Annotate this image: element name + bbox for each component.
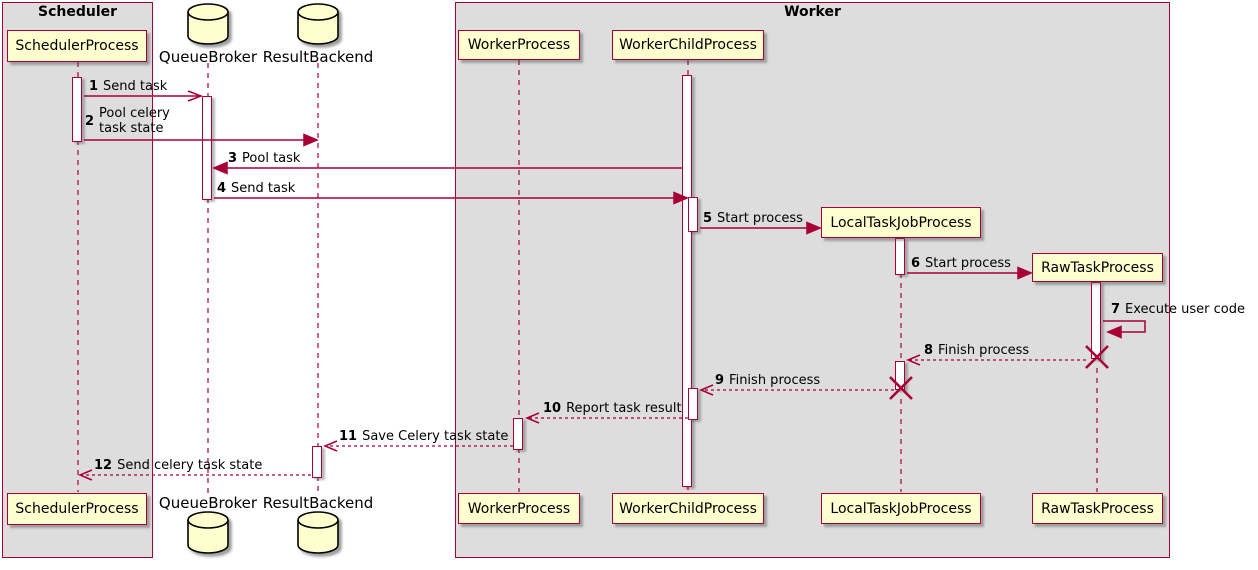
message-7-number: 7: [1111, 302, 1121, 317]
message-7-text: Execute user code: [1125, 302, 1246, 317]
message-9-number: 9: [715, 373, 725, 388]
queuebroker-label-top: QueueBroker: [158, 48, 258, 66]
message-2-number: 2: [85, 113, 95, 129]
message-11-text: Save Celery task state: [362, 429, 509, 444]
lifelines: [77, 60, 1098, 494]
participant-rawtaskprocess-created: RawTaskProcess: [1032, 253, 1163, 282]
participant-workerprocess-bottom: WorkerProcess: [458, 493, 580, 524]
arrowhead-3-filled: [212, 161, 228, 175]
queuebroker-cylinder-top: [187, 3, 229, 45]
activation-workerprocess: [513, 418, 523, 450]
scheduler-frame-title: Scheduler: [37, 4, 118, 20]
message-2-text: Pool celery task state: [99, 106, 170, 136]
message-10-number: 10: [543, 401, 562, 416]
message-7-label: 7 Execute user code: [1111, 302, 1245, 317]
message-4-label: 4 Send task: [217, 181, 295, 196]
participant-localtaskjobprocess-bottom: LocalTaskJobProcess: [821, 493, 981, 524]
arrowhead-10-open: [525, 412, 540, 424]
worker-frame-title: Worker: [784, 4, 841, 20]
resultbackend-label-bottom: ResultBackend: [262, 494, 374, 512]
arrowhead-5-filled: [806, 221, 822, 235]
message-11-number: 11: [339, 429, 358, 444]
message-3-number: 3: [228, 151, 238, 166]
arrowhead-11-open: [323, 440, 338, 452]
destroy-x-rawtaskprocess: [1085, 345, 1109, 369]
participant-schedulerprocess-top: SchedulerProcess: [7, 30, 147, 62]
message-1-label: 1 Send task: [89, 79, 167, 94]
message-10-label: 10 Report task result: [543, 401, 682, 416]
activation-resultbackend: [312, 446, 322, 478]
participant-workerprocess-top: WorkerProcess: [458, 30, 580, 60]
message-12-label: 12 Send celery task state: [94, 458, 262, 473]
participant-workerchildprocess-bottom: WorkerChildProcess: [612, 493, 764, 524]
arrowhead-2-filled: [303, 133, 319, 147]
message-5-number: 5: [703, 211, 713, 226]
arrowhead-7-filled: [1106, 325, 1122, 339]
resultbackend-cylinder-bottom: [297, 511, 339, 554]
message-3-text: Pool task: [242, 151, 301, 166]
message-8-text: Finish process: [938, 343, 1030, 358]
message-4-number: 4: [217, 181, 227, 196]
message-3-label: 3 Pool task: [228, 151, 300, 166]
message-12-number: 12: [94, 458, 113, 473]
message-6-number: 6: [911, 256, 921, 271]
arrowhead-12-open: [78, 469, 93, 481]
activation-queuebroker: [202, 96, 212, 200]
message-9-label: 9 Finish process: [715, 373, 820, 388]
arrowhead-6-filled: [1017, 266, 1033, 280]
activation-localtaskjobprocess-1: [895, 238, 905, 275]
arrowhead-8-open: [906, 354, 921, 366]
message-4-text: Send task: [231, 181, 296, 196]
message-8-number: 8: [924, 343, 934, 358]
participant-schedulerprocess-bottom: SchedulerProcess: [7, 493, 147, 525]
message-5-text: Start process: [717, 211, 803, 226]
queuebroker-cylinder-bottom: [187, 511, 229, 554]
participant-localtaskjobprocess-created: LocalTaskJobProcess: [821, 207, 981, 238]
message-5-label: 5 Start process: [703, 211, 803, 226]
message-1-number: 1: [89, 79, 99, 94]
activation-workerchildprocess-nested-1: [688, 197, 698, 232]
message-6-label: 6 Start process: [911, 256, 1011, 271]
arrowhead-4-filled: [673, 191, 689, 205]
destroy-x-localtaskjobprocess: [889, 376, 913, 400]
resultbackend-label-top: ResultBackend: [262, 48, 374, 66]
queuebroker-label-bottom: QueueBroker: [158, 494, 258, 512]
activation-workerchildprocess-main: [682, 75, 692, 487]
arrow-7-execute-user-code-self-loop: [1103, 320, 1146, 333]
message-11-label: 11 Save Celery task state: [339, 429, 508, 444]
message-12-text: Send celery task state: [117, 458, 263, 473]
arrowhead-1-open: [187, 90, 204, 102]
activation-schedulerprocess: [72, 77, 82, 142]
message-6-text: Start process: [925, 256, 1011, 271]
message-9-text: Finish process: [729, 373, 821, 388]
message-8-label: 8 Finish process: [924, 343, 1029, 358]
participant-rawtaskprocess-bottom: RawTaskProcess: [1032, 493, 1163, 524]
activation-workerchildprocess-nested-2: [688, 388, 698, 420]
resultbackend-cylinder-top: [297, 3, 339, 45]
participant-workerchildprocess-top: WorkerChildProcess: [612, 30, 764, 60]
arrowhead-9-open: [699, 384, 714, 396]
message-1-text: Send task: [103, 79, 168, 94]
message-10-text: Report task result: [566, 401, 682, 416]
